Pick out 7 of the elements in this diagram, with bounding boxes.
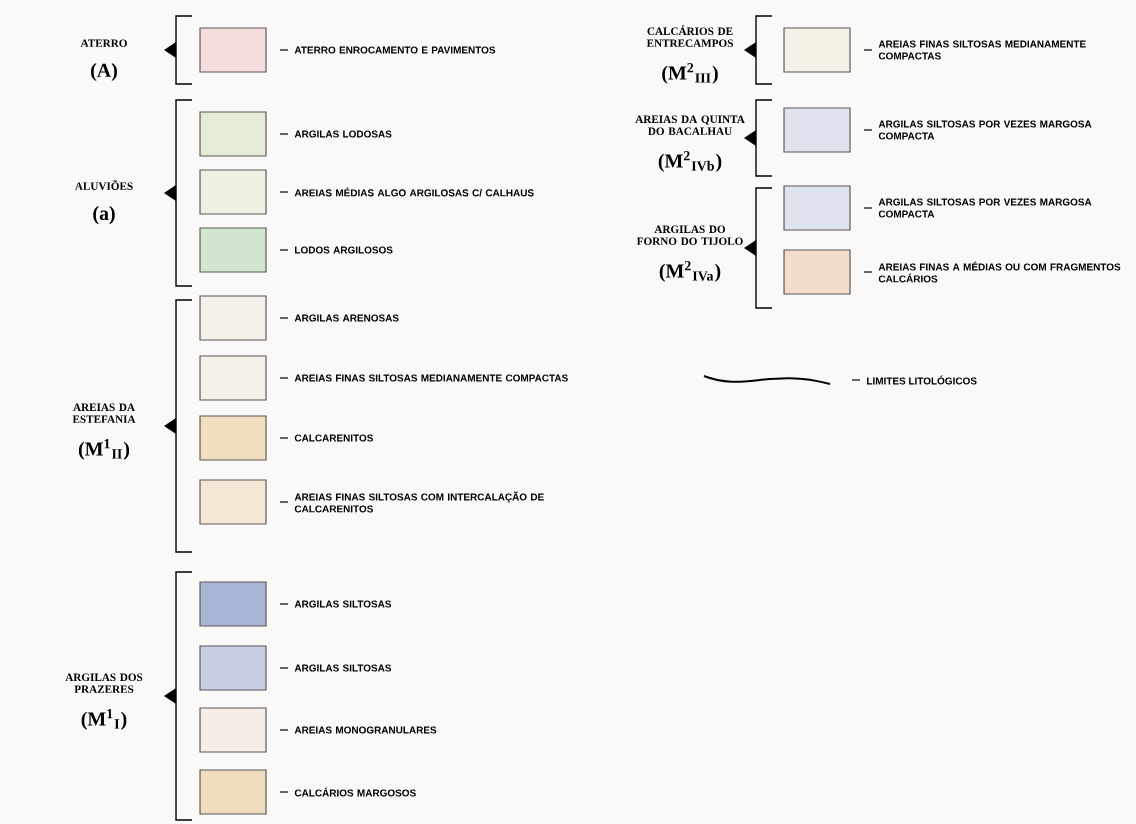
formation-symbol: (M$^{2}$$_{IVb}$) — [658, 151, 722, 172]
formation-symbol: (M$^{2}$$_{III}$) — [662, 63, 718, 84]
formation-symbol: (a) — [93, 206, 115, 225]
formation-symbol: (M$^{2}$$_{IVa}$) — [659, 261, 721, 282]
formation-symbol: (M$^{1}$$_{I}$) — [81, 709, 127, 730]
formation-symbol: (A) — [91, 63, 117, 82]
formation-symbol: (M$^{1}$$_{II}$) — [78, 439, 130, 460]
